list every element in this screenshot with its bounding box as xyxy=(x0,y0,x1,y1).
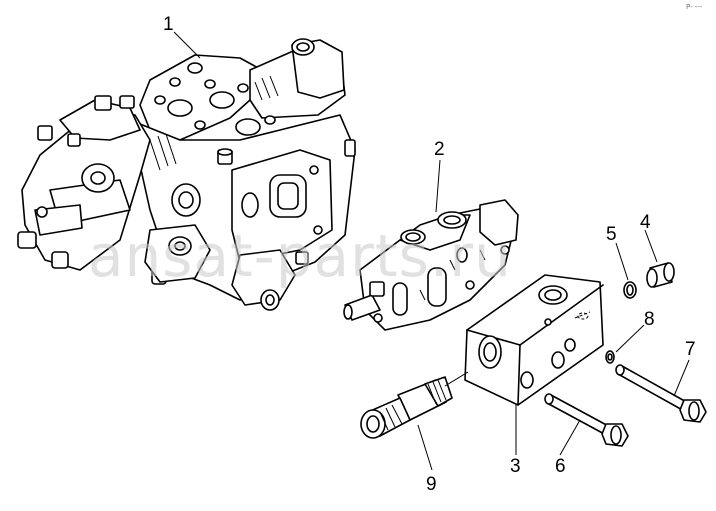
part-6-bolt xyxy=(544,393,629,447)
watermark: ansat-parts.ru xyxy=(88,222,512,290)
part-4-plug xyxy=(646,262,675,288)
part-9-cartridge xyxy=(360,376,453,439)
part-7-bolt xyxy=(615,364,707,423)
part-5-o-ring xyxy=(623,281,637,299)
callout-5: 5 xyxy=(606,224,617,245)
callout-3: 3 xyxy=(510,456,521,477)
callout-7: 7 xyxy=(685,339,696,360)
leader-lines xyxy=(173,31,690,471)
part-2-valve-section xyxy=(343,199,519,331)
callout-labels: 1 2 3 4 5 6 7 8 9 xyxy=(163,14,696,495)
part-3-block xyxy=(464,274,604,406)
part-8-o-ring xyxy=(605,350,615,364)
part-1-main-valve xyxy=(17,38,356,311)
callout-1: 1 xyxy=(163,14,174,35)
callout-8: 8 xyxy=(644,309,655,330)
corner-mark: P- --- xyxy=(686,3,703,11)
callout-9: 9 xyxy=(426,474,437,495)
callout-2: 2 xyxy=(434,139,445,160)
callout-4: 4 xyxy=(640,212,651,233)
callout-6: 6 xyxy=(555,456,566,477)
